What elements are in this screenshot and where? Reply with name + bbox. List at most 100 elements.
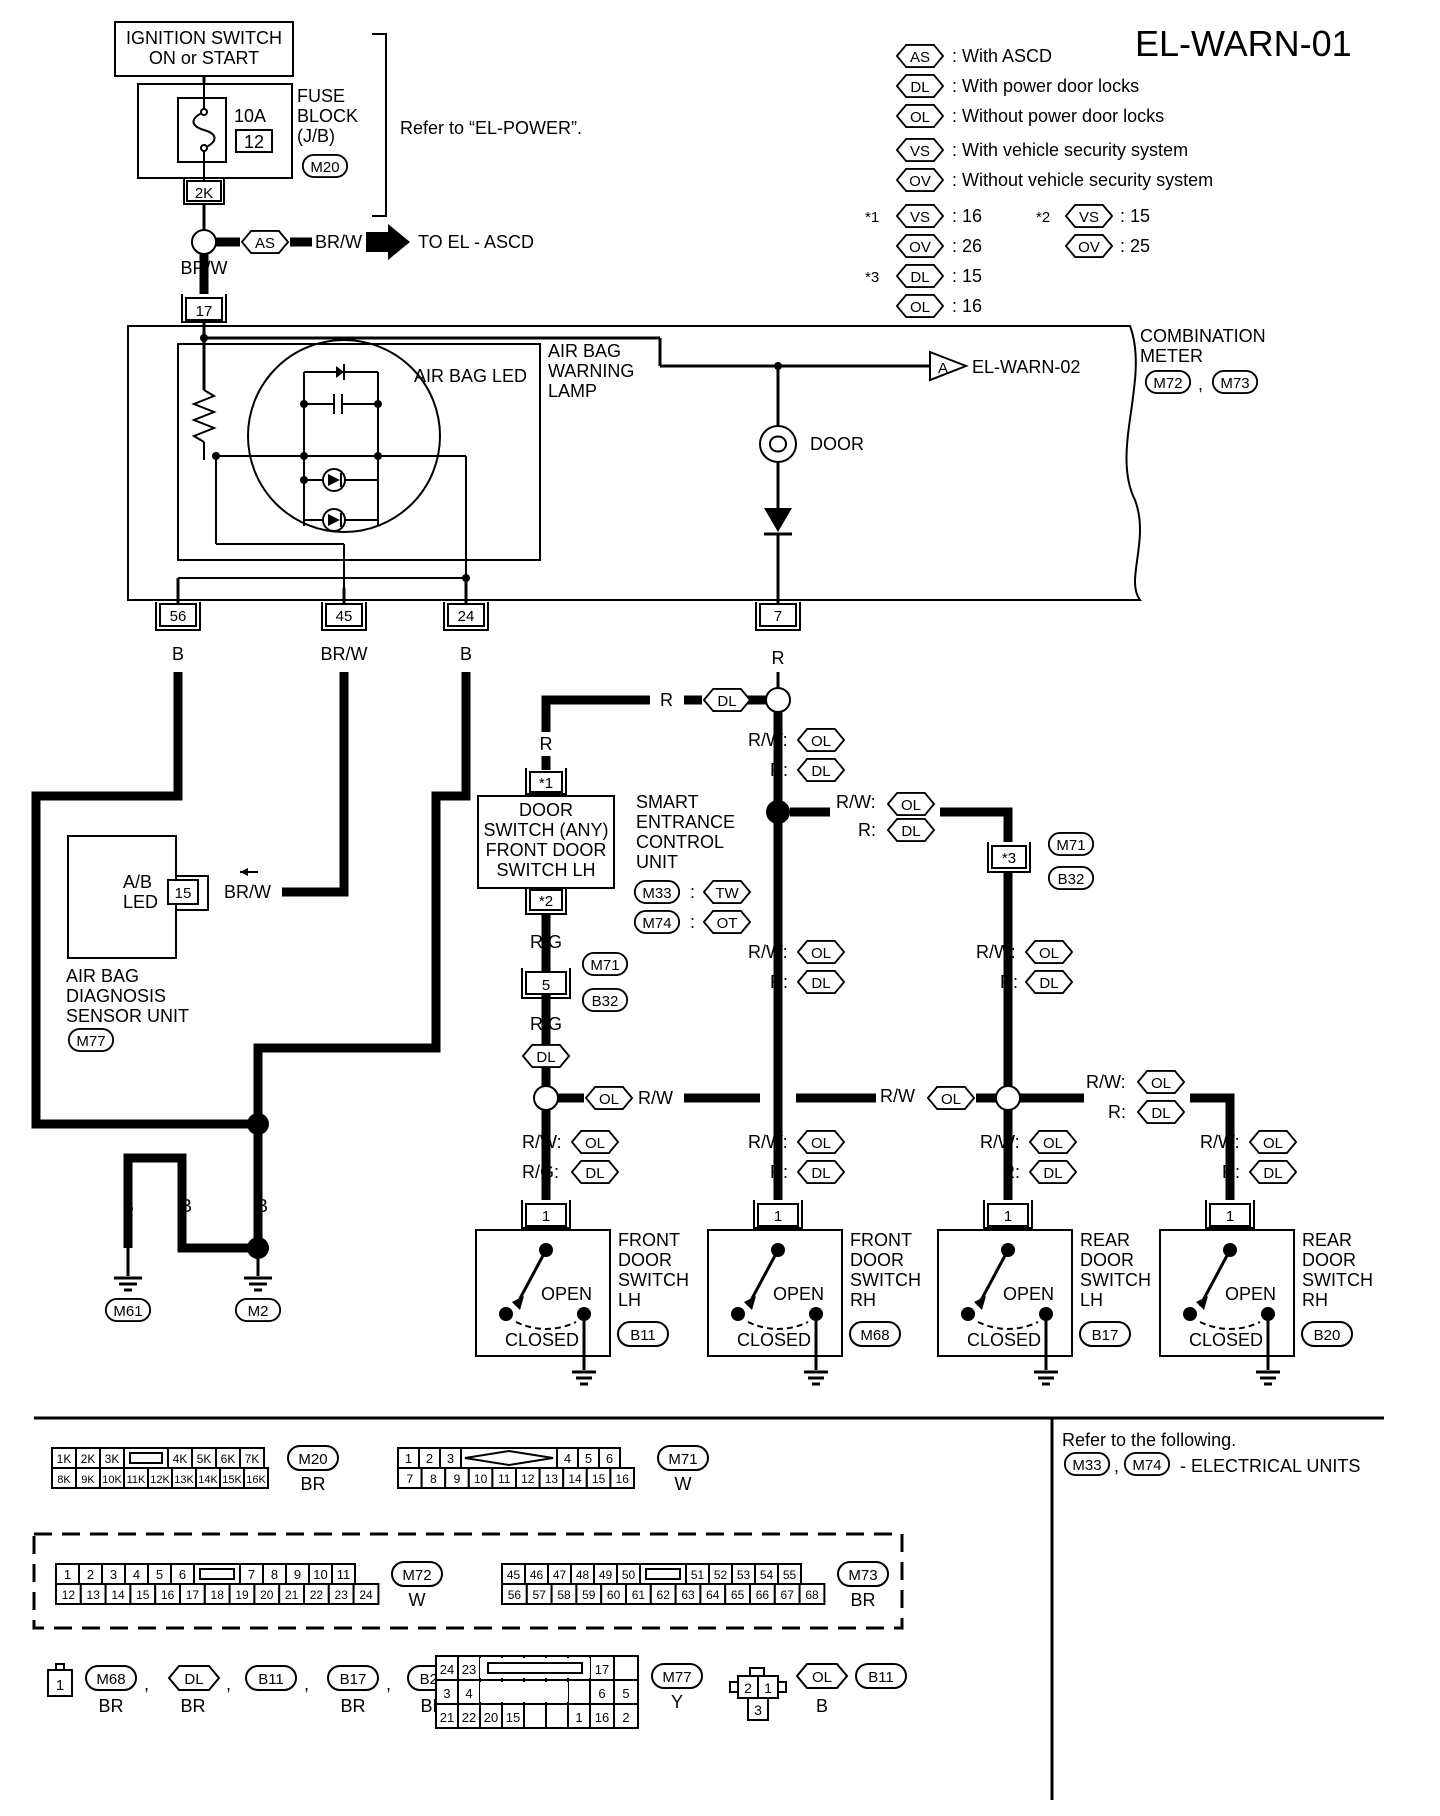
- list-separator: ,: [386, 1674, 391, 1694]
- terminal-56: 56: [155, 602, 201, 631]
- connector-code: DL: [184, 1671, 203, 1688]
- pin-label: 7K: [245, 1452, 260, 1466]
- svg-text:M33: M33: [1072, 1457, 1101, 1474]
- svg-text:M71: M71: [590, 957, 619, 974]
- legend-code-ol: OL: [910, 109, 930, 126]
- svg-text:SMART: SMART: [636, 792, 699, 812]
- svg-text:R/W:: R/W:: [1086, 1072, 1126, 1092]
- legend-text-ov: : Without vehicle security system: [952, 170, 1213, 190]
- svg-text:*3: *3: [1002, 850, 1016, 867]
- pin-label: 49: [599, 1568, 613, 1582]
- switch-open-label: OPEN: [773, 1284, 824, 1304]
- svg-text:7: 7: [774, 608, 782, 625]
- pin-label: 2: [87, 1567, 94, 1582]
- legend-code-as: AS: [910, 49, 930, 66]
- pin-label: 67: [781, 1588, 795, 1602]
- pin-label: 16: [595, 1710, 609, 1725]
- pin-label: 8: [271, 1567, 278, 1582]
- pin-label: 4: [133, 1567, 140, 1582]
- pin-label: 7: [406, 1472, 413, 1486]
- svg-text:45: 45: [336, 608, 353, 625]
- svg-text:B: B: [256, 1196, 268, 1216]
- legend-code-vs: VS: [910, 143, 930, 160]
- smart-entrance-control-unit: [477, 795, 615, 889]
- pin-label: 10: [313, 1567, 327, 1582]
- svg-text:OL: OL: [1043, 1135, 1063, 1152]
- svg-text:R:: R:: [858, 820, 876, 840]
- connector-color: Y: [671, 1692, 683, 1712]
- terminal-45: 45: [321, 602, 367, 631]
- switch-connector: M68: [860, 1327, 889, 1344]
- pin-label: 58: [557, 1588, 571, 1602]
- svg-text:*2: *2: [539, 893, 553, 910]
- svg-text:OV: OV: [909, 239, 931, 256]
- svg-text:VS: VS: [1079, 209, 1099, 226]
- pin-label: 9: [454, 1472, 461, 1486]
- svg-text:OT: OT: [717, 915, 738, 932]
- svg-text:CONTROL: CONTROL: [636, 832, 724, 852]
- svg-text:R/W:: R/W:: [748, 1132, 788, 1152]
- svg-text:RH: RH: [850, 1290, 876, 1310]
- svg-text:BLOCK: BLOCK: [297, 106, 358, 126]
- pin-label: 3: [754, 1702, 762, 1718]
- resistor: [191, 389, 217, 443]
- switch-name: REAR: [1302, 1230, 1352, 1250]
- ground-m61: M61: [113, 1303, 142, 1320]
- pin-label: 3: [110, 1567, 117, 1582]
- secu-terminal-1: *1: [525, 768, 567, 795]
- svg-text:LED: LED: [123, 892, 158, 912]
- pin-label: 2: [744, 1680, 752, 1696]
- switch-open-label: OPEN: [541, 1284, 592, 1304]
- svg-text:: 25: : 25: [1120, 236, 1150, 256]
- svg-text:SENSOR UNIT: SENSOR UNIT: [66, 1006, 189, 1026]
- switch-name: FRONT: [850, 1230, 912, 1250]
- pin-label: 16K: [246, 1474, 266, 1486]
- terminal-7: 7: [755, 602, 801, 631]
- pin-label: 57: [533, 1588, 547, 1602]
- pin-label: 55: [783, 1568, 797, 1582]
- pin-label: 2: [622, 1710, 629, 1725]
- air-bag-diagnosis-sensor-unit: [67, 835, 177, 959]
- pin-label: 68: [805, 1588, 819, 1602]
- legend-code-ov: OV: [909, 173, 931, 190]
- svg-text:: 16: : 16: [952, 296, 982, 316]
- pin-label: 24: [359, 1588, 373, 1602]
- svg-text:METER: METER: [1140, 346, 1203, 366]
- pin-label: 64: [706, 1588, 720, 1602]
- list-separator: ,: [226, 1674, 231, 1694]
- svg-text:B32: B32: [592, 993, 619, 1010]
- svg-text:DL: DL: [1151, 1105, 1170, 1122]
- switch-terminal: 1: [542, 1208, 550, 1225]
- pin-label: 20: [484, 1710, 498, 1725]
- legend-code-dl: DL: [910, 79, 929, 96]
- pin-label: 6: [179, 1567, 186, 1582]
- svg-text:M71: M71: [1056, 837, 1085, 854]
- switch-connector: B11: [630, 1327, 656, 1344]
- pin-label: 54: [760, 1568, 774, 1582]
- connector-code: M73: [848, 1567, 877, 1584]
- svg-text:R/G: R/G: [530, 1014, 562, 1034]
- connector-color: BR: [850, 1590, 875, 1610]
- pin-label: 12: [62, 1588, 76, 1602]
- fuse-number: 12: [244, 132, 264, 152]
- airbag-terminal-15: 15: [175, 885, 192, 902]
- pin-label: 6: [606, 1451, 613, 1466]
- pin-label: 3: [443, 1686, 450, 1701]
- svg-text:B32: B32: [1058, 871, 1085, 888]
- pin-label: 2K: [81, 1452, 96, 1466]
- legend-text-vs: : With vehicle security system: [952, 140, 1188, 160]
- pin-label: 23: [462, 1662, 476, 1677]
- pin-label: 5: [622, 1686, 629, 1701]
- svg-text:BR/W: BR/W: [224, 882, 271, 902]
- svg-text:R/W:: R/W:: [748, 730, 788, 750]
- svg-text:OL: OL: [811, 733, 831, 750]
- pin-label: 3K: [105, 1452, 120, 1466]
- svg-text:R/W: R/W: [638, 1088, 673, 1108]
- svg-text:DL: DL: [1039, 975, 1058, 992]
